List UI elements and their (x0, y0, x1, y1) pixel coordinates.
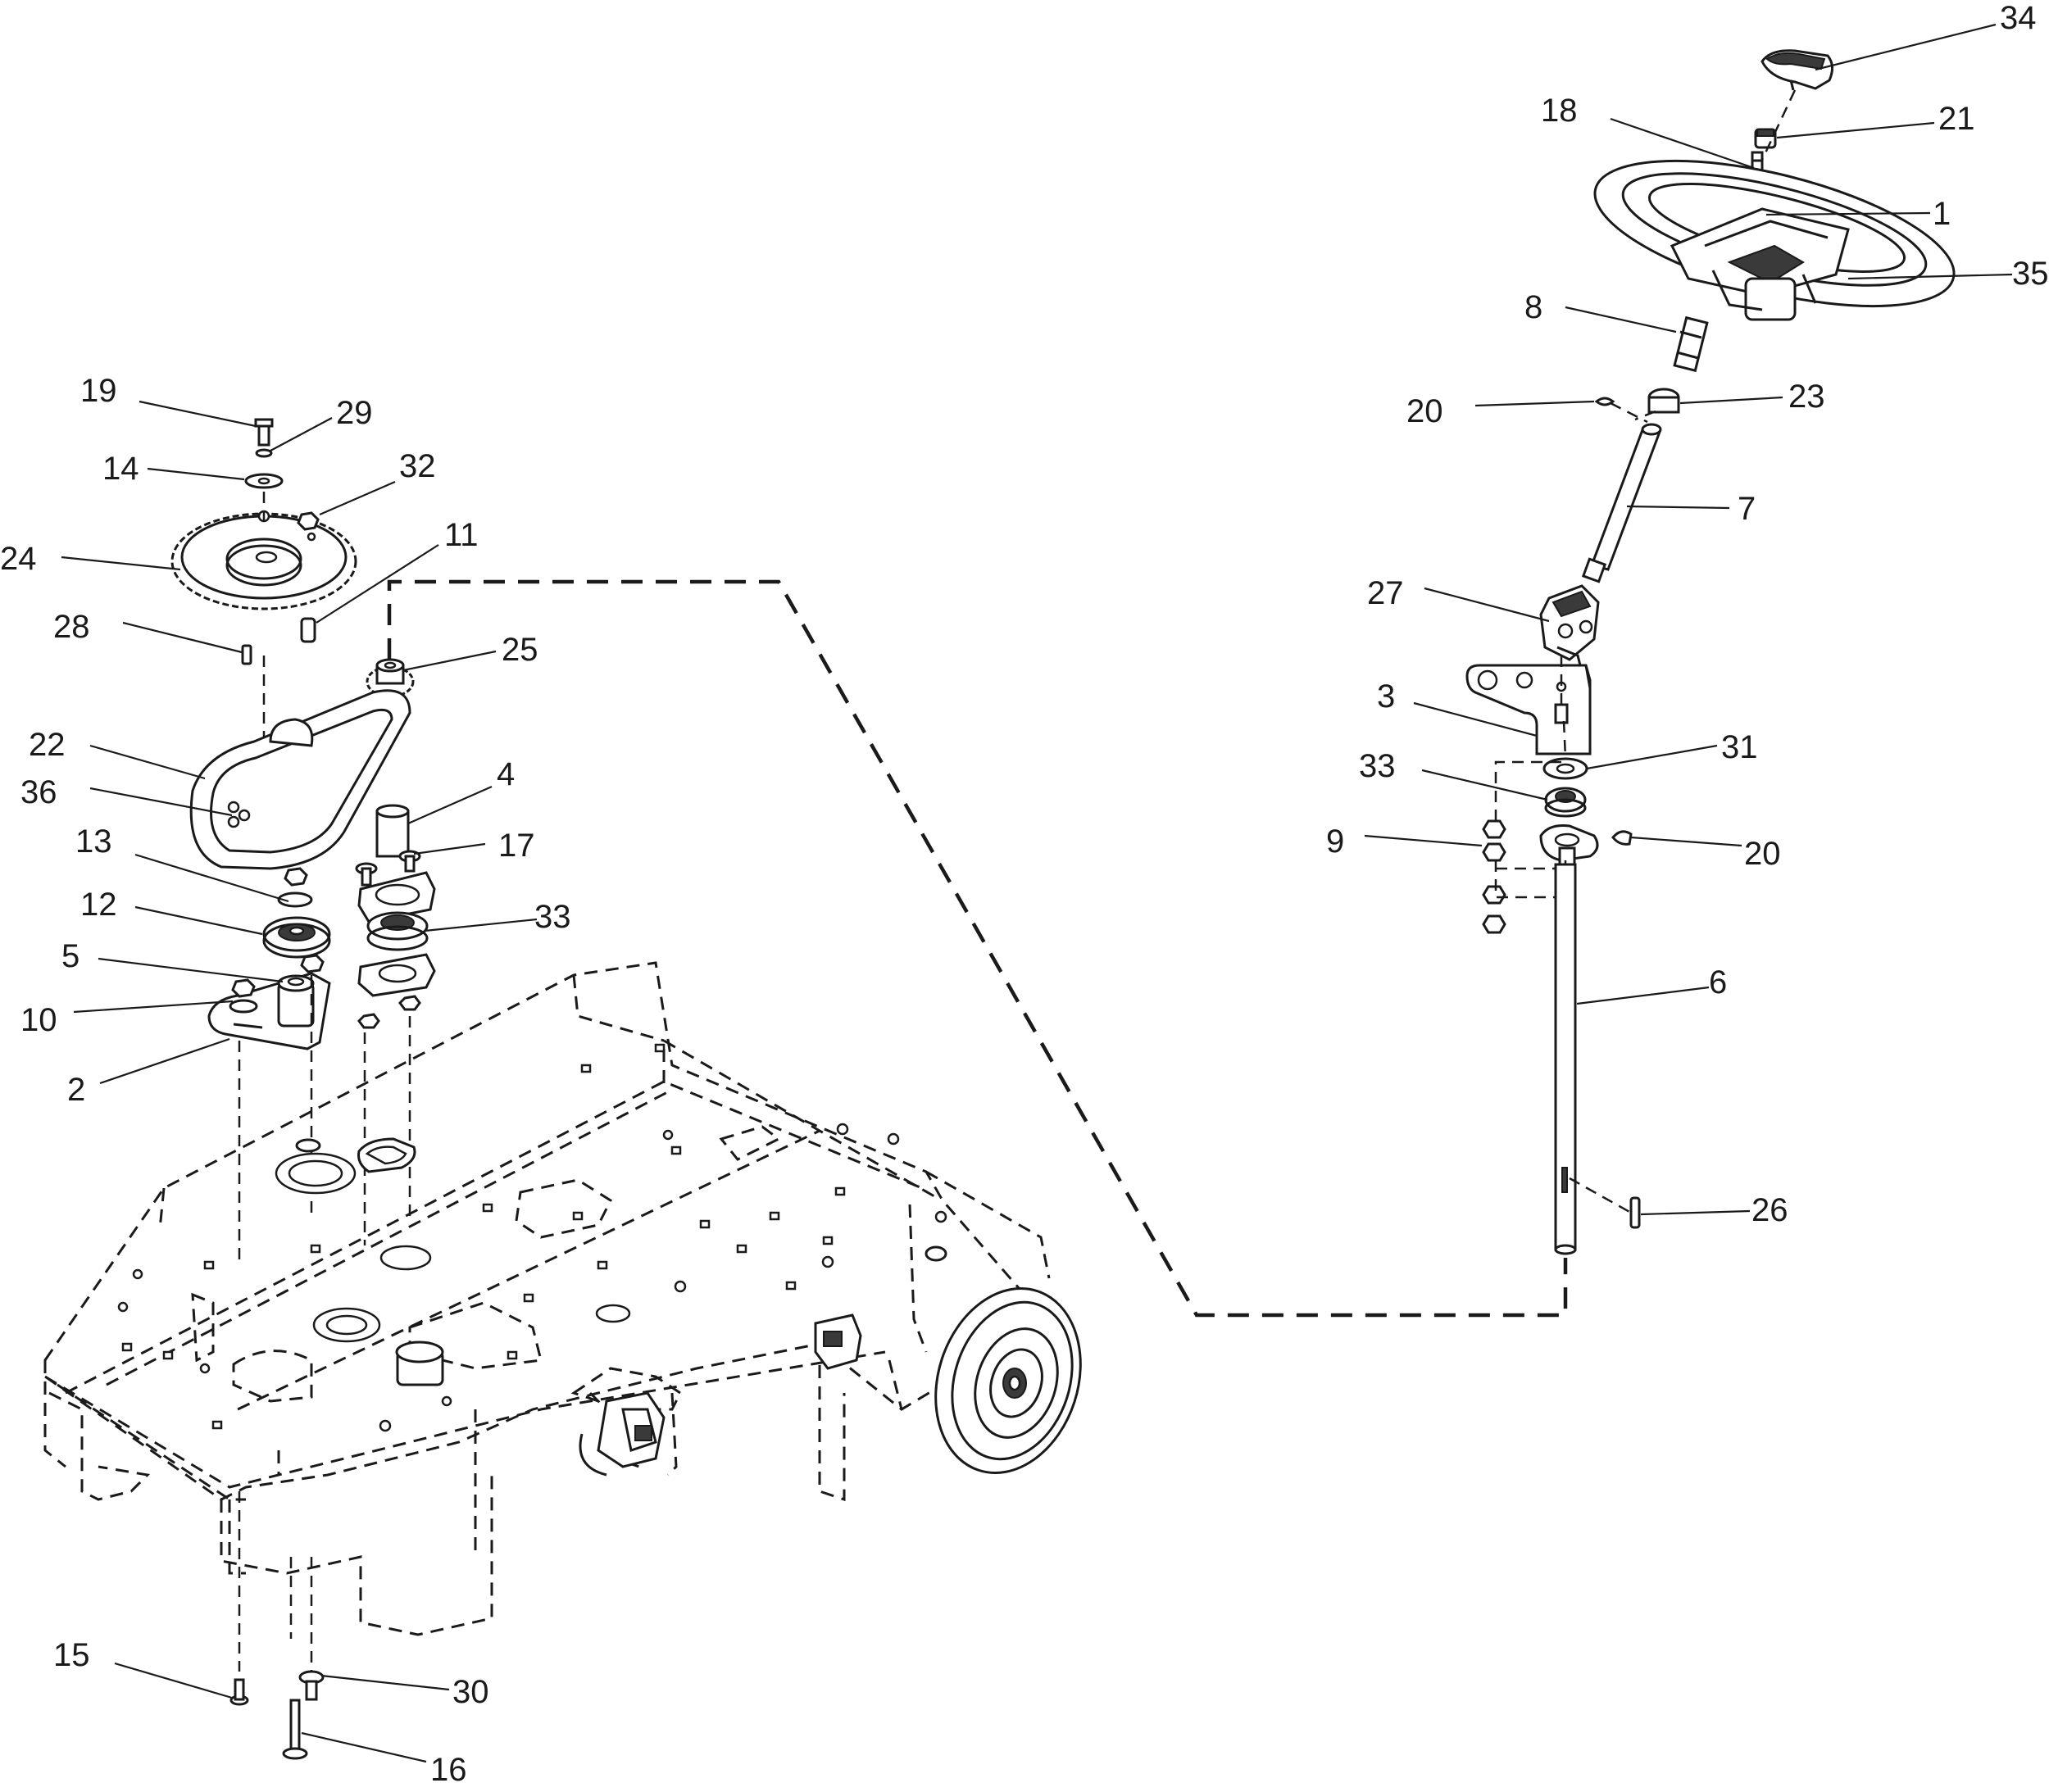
idler-pulley (262, 916, 331, 959)
nut-13 (284, 867, 308, 887)
linkage-path (387, 579, 1568, 1318)
callout-35: 35 (2012, 256, 2049, 292)
callout-5: 5 (61, 938, 80, 974)
callout-17: 17 (498, 828, 535, 864)
drive-chain (189, 689, 411, 870)
flange-bearing-left (357, 871, 436, 1029)
retaining-ring-upper (1594, 397, 1615, 406)
shaft-coupler (1673, 315, 1709, 373)
callout-11: 11 (444, 517, 479, 553)
upper-steering-shaft (1581, 423, 1662, 583)
latch-left (579, 1391, 666, 1477)
callout-31: 31 (1721, 729, 1758, 765)
steering-bracket (1465, 656, 1592, 755)
small-sprocket (366, 658, 415, 698)
callout-20-upper: 20 (1406, 393, 1443, 429)
hex-nut-32 (297, 511, 320, 531)
callout-29: 29 (336, 395, 373, 431)
rear-wheel (934, 1287, 1082, 1474)
steering-column-assembly (1465, 49, 1956, 1255)
bolt-11 (300, 617, 316, 643)
master-link (227, 801, 251, 828)
callout-4: 4 (497, 756, 515, 792)
leader-lines (61, 23, 2013, 1763)
callout-8: 8 (1524, 289, 1542, 325)
callout-19: 19 (80, 373, 117, 409)
steering-cap (1761, 49, 1833, 91)
callout-28: 28 (53, 609, 90, 645)
callout-24: 24 (0, 541, 37, 577)
callout-26: 26 (1751, 1192, 1788, 1228)
callout-20-lower: 20 (1744, 836, 1781, 872)
callout-14: 14 (102, 451, 139, 487)
hex-nuts (1482, 819, 1506, 934)
washer-13 (277, 891, 313, 908)
callout-25: 25 (502, 632, 538, 668)
lock-washer (255, 448, 273, 458)
callout-22: 22 (29, 727, 66, 763)
callout-30: 30 (452, 1674, 489, 1710)
callout-12: 12 (80, 887, 117, 923)
callout-34: 34 (2000, 0, 2037, 36)
callout-1: 1 (1933, 196, 1951, 232)
bushing-body (1647, 396, 1680, 414)
chassis-frame (43, 961, 1082, 1636)
frame-holes (117, 1043, 947, 1432)
callout-36: 36 (20, 774, 57, 810)
woodruff-key (1629, 1196, 1641, 1229)
callout-21: 21 (1938, 101, 1975, 137)
callout-2: 2 (67, 1072, 85, 1108)
callout-10: 10 (20, 1002, 57, 1038)
callout-32: 32 (399, 448, 436, 484)
callout-18: 18 (1541, 93, 1578, 129)
universal-joint (1539, 584, 1600, 673)
spacer-tube (375, 804, 410, 858)
large-sprocket (170, 510, 357, 610)
idler-arm (207, 954, 331, 1050)
callout-3: 3 (1377, 678, 1395, 715)
latch-right (814, 1313, 862, 1370)
flange-bearing-right (1544, 787, 1587, 818)
callout-33-left: 33 (534, 899, 571, 935)
wheel-nut (1754, 128, 1777, 149)
callout-6: 6 (1709, 964, 1727, 1000)
callout-13: 13 (75, 823, 112, 860)
steering-wheel (1593, 159, 1956, 321)
bolt-16 (289, 1699, 301, 1755)
key-28 (241, 644, 252, 665)
flange-plate-right (1539, 824, 1599, 868)
callout-7: 7 (1738, 491, 1756, 527)
callout-9: 9 (1326, 823, 1344, 860)
callout-15: 15 (53, 1637, 90, 1673)
callout-27: 27 (1367, 575, 1404, 611)
callout-33-right: 33 (1359, 748, 1396, 784)
lower-steering-shaft (1554, 863, 1577, 1255)
retaining-ring-lower (1611, 830, 1633, 846)
bottom-fasteners (229, 1491, 325, 1760)
drive-assembly (170, 418, 436, 1262)
callout-23: 23 (1788, 379, 1825, 415)
callout-16: 16 (430, 1752, 467, 1788)
